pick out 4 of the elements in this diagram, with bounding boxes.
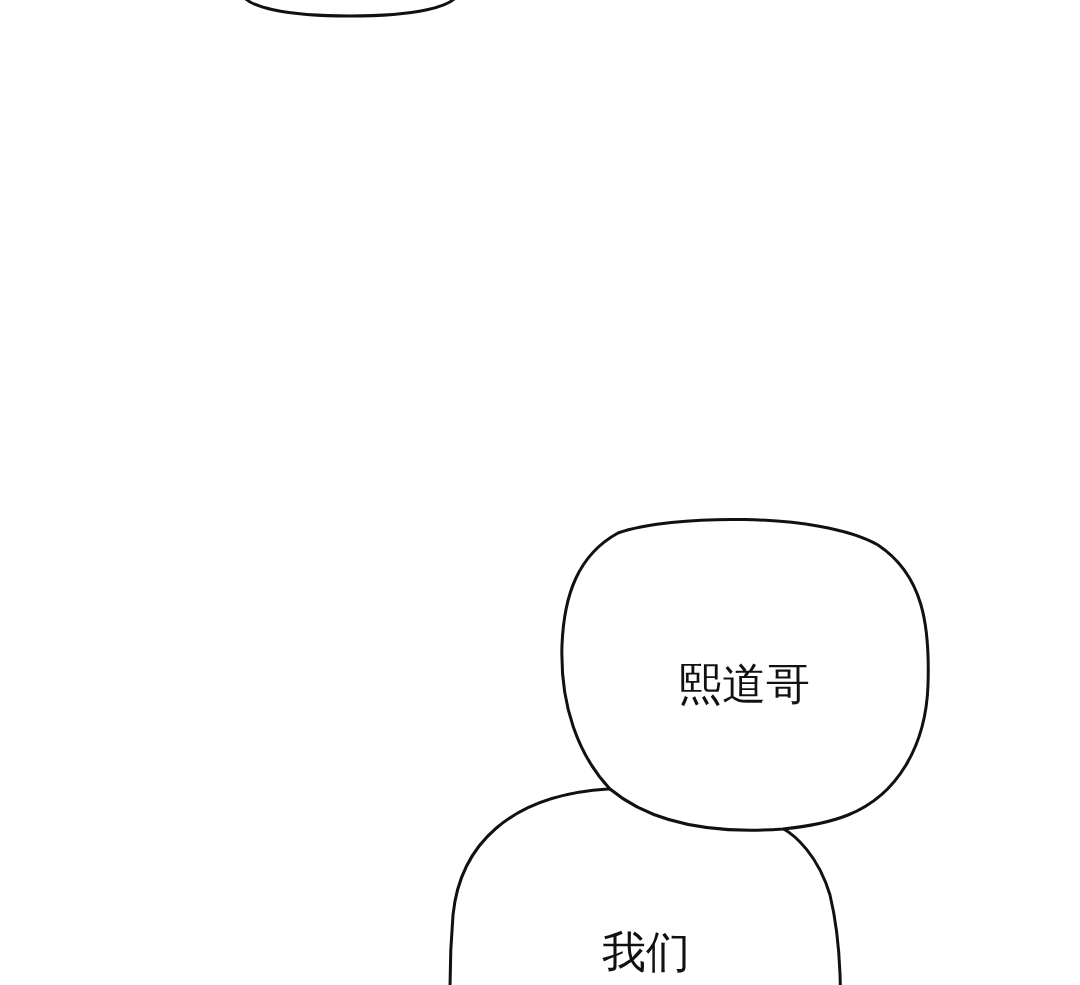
speech-bubble <box>558 515 930 831</box>
speech-bubble <box>450 785 842 985</box>
dialogue-text: 我们 <box>602 925 690 979</box>
dialogue-text: 熙道哥 <box>678 657 810 711</box>
